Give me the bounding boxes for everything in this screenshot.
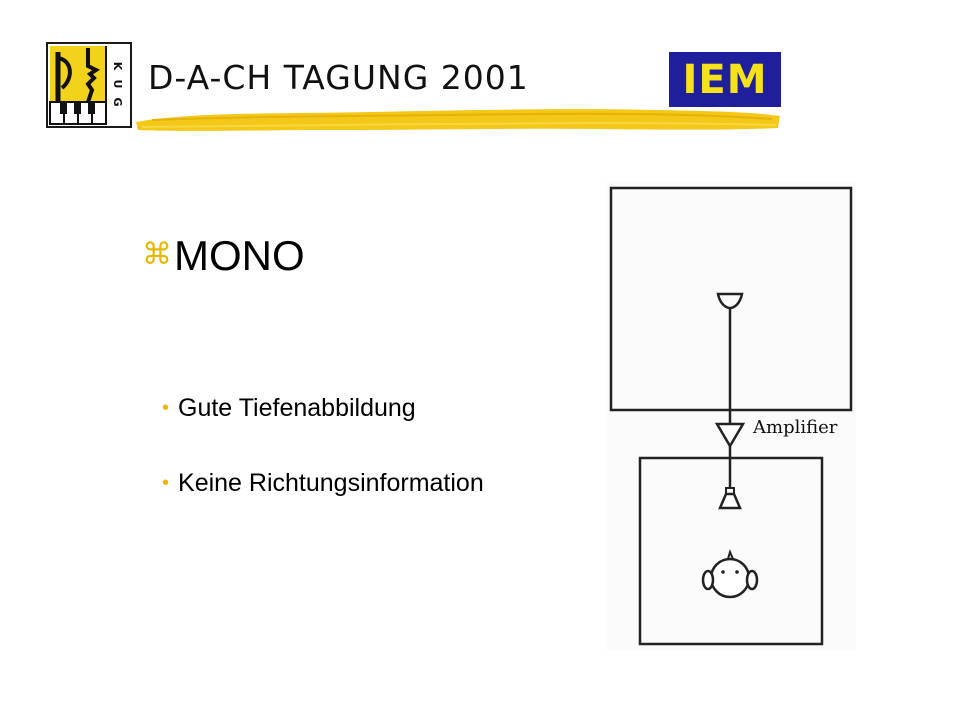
listening-room (638, 456, 824, 646)
main-bullet: ⌘ MONO (142, 232, 305, 280)
kug-logo-letter-k: K (111, 62, 124, 71)
listener-head-icon (701, 549, 759, 599)
microphone-icon (716, 292, 744, 310)
slide-title: D-A-CH TAGUNG 2001 (148, 58, 529, 97)
main-bullet-text: MONO (174, 232, 305, 279)
list-item: • Gute Tiefenabbildung (162, 394, 484, 423)
list-item: • Keine Richtungsinformation (162, 469, 484, 498)
kug-logo-graphic: K U G (49, 46, 124, 125)
z-bullet-icon: ⌘ (142, 236, 172, 272)
loudspeaker-icon (718, 487, 742, 510)
bullet-dot-icon: • (162, 397, 170, 419)
amplifier-label: Amplifier (753, 417, 838, 438)
kug-logo-letter-u: U (111, 80, 124, 89)
kug-logo: K U G (46, 42, 132, 128)
bullet-dot-icon: • (162, 472, 170, 494)
sub-bullet-text: Keine Richtungsinformation (178, 469, 484, 497)
kug-logo-letter-g: G (111, 97, 124, 106)
iem-logo: IEM (669, 52, 781, 107)
sub-bullet-text: Gute Tiefenabbildung (178, 394, 416, 422)
mono-diagram (606, 182, 856, 650)
brush-underline (136, 109, 780, 131)
iem-logo-text: IEM (682, 56, 768, 103)
sub-bullet-list: • Gute Tiefenabbildung • Keine Richtungs… (162, 394, 484, 544)
amplifier-icon (714, 422, 746, 449)
